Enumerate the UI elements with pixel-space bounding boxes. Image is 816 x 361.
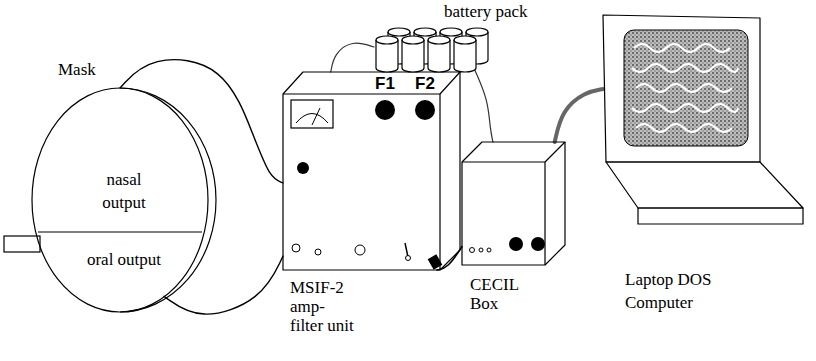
mask: Masknasal outputoral output bbox=[32, 88, 208, 312]
battery-label: battery pack bbox=[444, 2, 528, 21]
outline-stroke bbox=[545, 142, 565, 265]
meter bbox=[291, 100, 333, 128]
outline-stroke bbox=[440, 72, 460, 270]
outline-stroke bbox=[606, 162, 803, 208]
laptop: Laptop DOS Computer bbox=[598, 12, 806, 232]
cecil-box: CECIL Box bbox=[462, 142, 565, 265]
outline-stroke bbox=[283, 94, 440, 270]
signal-cable bbox=[437, 247, 462, 270]
jack bbox=[479, 248, 483, 252]
outline-stroke bbox=[466, 28, 488, 36]
power-wire bbox=[475, 70, 493, 142]
box-label: CECIL Box bbox=[470, 275, 532, 313]
mask-label: Mask bbox=[58, 60, 96, 79]
computer-cable bbox=[555, 89, 604, 142]
amp-filter-unit: F1F2MSIF-2 amp-filter unit bbox=[283, 72, 460, 270]
screen-squiggle bbox=[632, 64, 738, 72]
computer-label: Laptop DOS Computer bbox=[625, 268, 725, 314]
outline-stroke bbox=[376, 36, 398, 44]
outline-stroke bbox=[388, 28, 410, 36]
screen-squiggle bbox=[634, 44, 730, 52]
screen bbox=[624, 30, 748, 146]
knob bbox=[509, 237, 523, 251]
outline-stroke bbox=[32, 88, 208, 312]
toggle bbox=[405, 243, 408, 257]
switch bbox=[355, 245, 365, 255]
meter-scale bbox=[296, 114, 328, 124]
laptop-outline bbox=[598, 12, 806, 232]
nasal-cable bbox=[120, 60, 283, 183]
screen bbox=[624, 30, 748, 146]
jack bbox=[470, 248, 475, 253]
outline-stroke bbox=[414, 28, 436, 36]
outline-stroke bbox=[38, 231, 202, 232]
outline-stroke bbox=[462, 142, 565, 162]
outline-stroke bbox=[402, 40, 424, 72]
outline-stroke bbox=[428, 40, 450, 72]
screen-squiggle bbox=[636, 124, 732, 132]
jack bbox=[292, 244, 300, 252]
screen-squiggles bbox=[632, 44, 738, 132]
outline-stroke bbox=[603, 15, 760, 162]
power-wire bbox=[331, 43, 374, 72]
screen-squiggle bbox=[632, 104, 738, 112]
outline-stroke bbox=[462, 162, 545, 265]
battery-pack-outline bbox=[374, 24, 486, 70]
outline-stroke bbox=[376, 40, 398, 72]
screen-squiggle bbox=[636, 84, 732, 92]
jack bbox=[487, 248, 491, 252]
outline-stroke bbox=[440, 28, 462, 36]
outline-stroke bbox=[454, 40, 476, 72]
battery-pack: battery pack bbox=[374, 24, 486, 70]
button bbox=[297, 162, 309, 174]
knob bbox=[415, 100, 435, 120]
nasal-output-label: nasal output bbox=[86, 168, 162, 214]
outline-stroke bbox=[402, 36, 424, 44]
amp-filter-unit-outline bbox=[283, 72, 460, 270]
jack bbox=[315, 249, 321, 255]
knob bbox=[375, 100, 395, 120]
outline-stroke bbox=[454, 36, 476, 44]
outline-stroke bbox=[428, 36, 450, 44]
cecil-box-outline bbox=[462, 142, 565, 265]
outline-stroke bbox=[638, 208, 803, 224]
toggle bbox=[406, 256, 411, 261]
knob bbox=[531, 237, 545, 251]
meter-needle bbox=[312, 108, 320, 125]
filter-label: F2 bbox=[411, 75, 439, 92]
oral-output-label: oral output bbox=[86, 248, 162, 271]
mask-tube bbox=[4, 236, 40, 252]
outline-stroke bbox=[283, 72, 460, 94]
filter-label: F1 bbox=[371, 75, 399, 92]
unit-label: MSIF-2 amp-filter unit bbox=[290, 278, 354, 335]
